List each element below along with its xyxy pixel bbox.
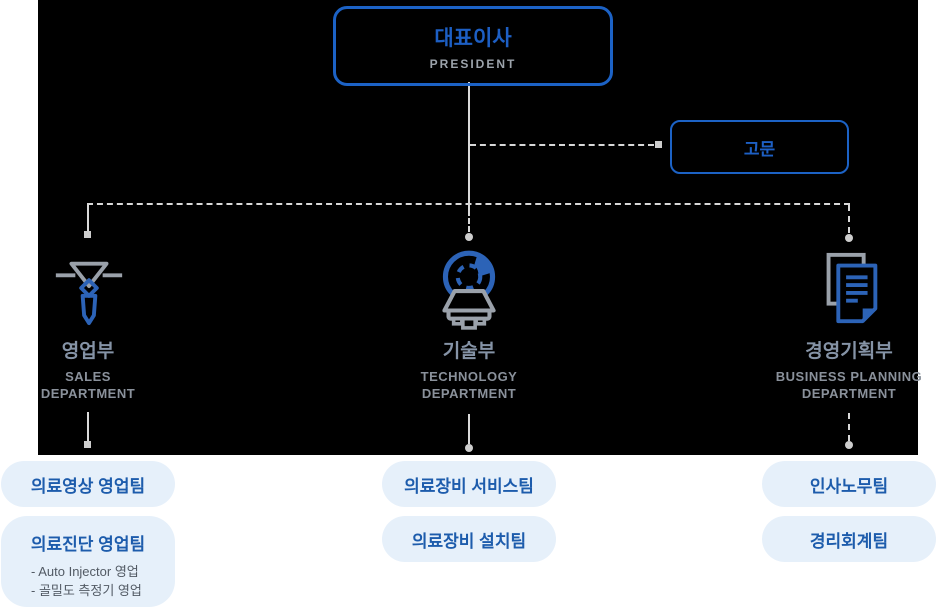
dept-caption-business-planning: BUSINESS PLANNING DEPARTMENT [749, 368, 938, 402]
team-label: 의료장비 설치팀 [411, 531, 527, 551]
connector-dot [465, 233, 473, 241]
dept-name-business-planning: 경영기획부 [805, 341, 893, 362]
necktie-icon [55, 261, 123, 326]
team-sub-items: - Auto Injector 영업 - 골밀도 측정기 영업 [1, 562, 175, 600]
sales-teams-line [87, 412, 89, 442]
connector-dot [84, 441, 91, 448]
connector-dot [465, 444, 473, 452]
president-title-ko: 대표이사 [434, 26, 512, 50]
connector-dot [845, 234, 853, 242]
advisor-dashed-line [470, 144, 654, 146]
president-vertical-line [468, 82, 470, 210]
dept-caption-line: DEPARTMENT [801, 386, 897, 401]
dept-caption-technology: TECHNOLOGY DEPARTMENT [369, 368, 569, 402]
technology-teams-line [468, 414, 470, 444]
team-sub-item: - Auto Injector 영업 [31, 564, 139, 579]
dept-caption-sales: SALES DEPARTMENT [0, 368, 188, 402]
president-title-en: PRESIDENT [429, 56, 517, 71]
scanner-icon [442, 250, 496, 330]
document-icon [826, 252, 878, 324]
branch-horizontal-line [87, 203, 850, 205]
dept-caption-line: SALES [65, 369, 111, 384]
advisor-title: 고문 [743, 139, 776, 159]
dept-caption-line: BUSINESS PLANNING [775, 369, 923, 384]
team-pill-equipment-service: 의료장비 서비스팀 [382, 461, 556, 507]
connector-dot [845, 441, 853, 449]
team-pill-medical-imaging-sales: 의료영상 영업팀 [1, 461, 175, 507]
president-branch-drop-line [468, 210, 470, 232]
chart-dark-panel [38, 0, 918, 455]
advisor-box: 고문 [670, 120, 849, 174]
team-pill-accounting: 경리회계팀 [762, 516, 936, 562]
dept-caption-line: DEPARTMENT [40, 386, 136, 401]
dept-caption-line: TECHNOLOGY [420, 369, 518, 384]
dept-name-technology: 기술부 [442, 341, 496, 362]
dept-caption-line: DEPARTMENT [421, 386, 517, 401]
team-sub-item: - 골밀도 측정기 영업 [31, 583, 142, 598]
team-pill-hr-labor: 인사노무팀 [762, 461, 936, 507]
planning-teams-line [848, 413, 850, 441]
sales-branch-line [87, 205, 89, 231]
connector-dot [655, 141, 662, 148]
team-label: 의료진단 영업팀 [30, 535, 146, 554]
planning-branch-line [848, 205, 850, 233]
team-label: 의료영상 영업팀 [30, 476, 146, 496]
connector-dot [84, 231, 91, 238]
team-label: 경리회계팀 [809, 531, 889, 551]
dept-name-sales: 영업부 [61, 341, 115, 362]
team-pill-equipment-installation: 의료장비 설치팀 [382, 516, 556, 562]
team-label: 인사노무팀 [809, 476, 889, 496]
team-pill-medical-diagnostics-sales: 의료진단 영업팀 - Auto Injector 영업 - 골밀도 측정기 영업 [1, 516, 175, 607]
president-box: 대표이사 PRESIDENT [333, 6, 613, 86]
team-label: 의료장비 서비스팀 [404, 476, 534, 496]
